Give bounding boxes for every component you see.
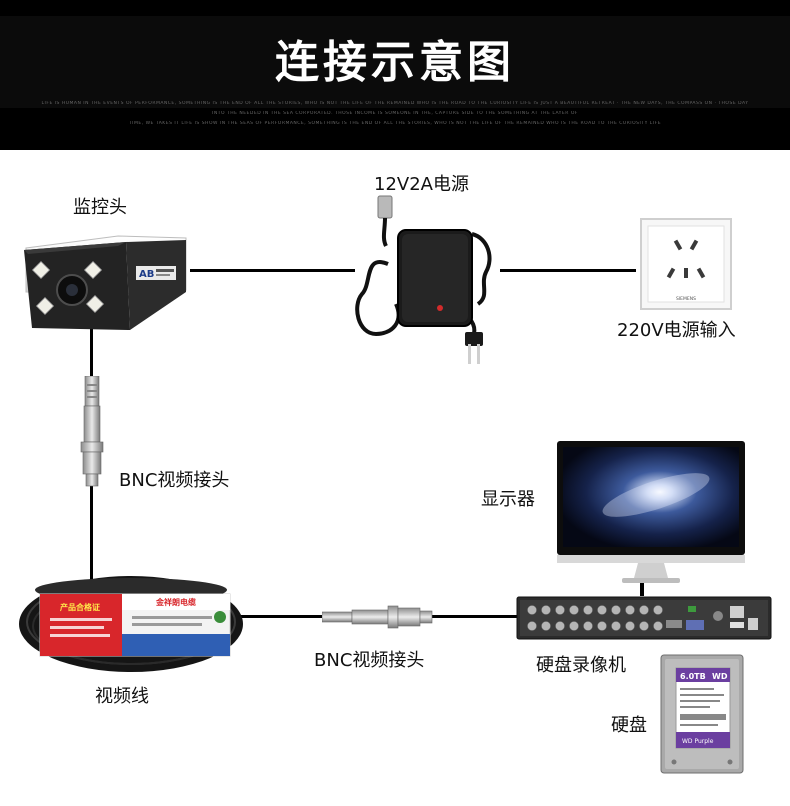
power-wire-camera xyxy=(190,269,355,272)
banner-fine-print: TIME, WE TAKES IT LIFE IS SHOW IN THE SE… xyxy=(128,121,662,126)
camera-icon: AB xyxy=(18,232,190,332)
outlet-brand-text: SIEMENS xyxy=(676,296,696,302)
monitor-icon xyxy=(556,440,746,586)
power-adapter-icon xyxy=(352,194,504,368)
hard-disk-icon: 6.0TB WD WD Purple xyxy=(660,654,744,774)
dvr-icon xyxy=(516,596,772,640)
monitor-label: 显示器 xyxy=(481,489,535,510)
hdd-label: 硬盘 xyxy=(611,715,647,736)
power-wire-outlet xyxy=(500,269,636,272)
camera-brand-text: AB xyxy=(139,269,154,280)
hdd-series-text: WD Purple xyxy=(682,738,714,745)
banner-strip xyxy=(0,16,790,108)
cable-brand-text: 金祥朗电缆 xyxy=(155,597,196,607)
video-wire-dvr xyxy=(432,615,518,618)
banner-fine-print: INTO THE NEEDED IN THE SEA CORPORATED. T… xyxy=(212,111,578,116)
bnc-bottom-label: BNC视频接头 xyxy=(314,650,425,671)
video-wire-cable xyxy=(90,485,93,585)
hdd-brand-text: WD xyxy=(712,672,728,681)
title-banner: 连接示意图 LIFE IS HUMAN IN THE EVENTS OF PER… xyxy=(0,0,790,150)
camera-label: 监控头 xyxy=(73,197,127,218)
banner-fine-print: LIFE IS HUMAN IN THE EVENTS OF PERFORMAN… xyxy=(41,101,749,106)
outlet-icon: SIEMENS xyxy=(640,218,732,310)
dvr-label: 硬盘录像机 xyxy=(536,655,626,676)
cable-cert-text: 产品合格证 xyxy=(60,602,100,612)
video-cable-reel-icon: 产品合格证 金祥朗电缆 xyxy=(16,570,246,674)
hdd-capacity-text: 6.0TB xyxy=(680,672,706,681)
bnc-connector-bottom-icon xyxy=(321,604,434,630)
hdmi-wire-monitor xyxy=(640,578,644,596)
bnc-connector-top-icon xyxy=(76,375,108,488)
video-wire-camera xyxy=(90,328,93,378)
video-wire-middle xyxy=(240,615,325,618)
power-adapter-label: 12V2A电源 xyxy=(374,174,469,195)
outlet-label: 220V电源输入 xyxy=(617,320,736,341)
page-title: 连接示意图 xyxy=(275,37,515,88)
cable-label: 视频线 xyxy=(95,686,149,707)
bnc-top-label: BNC视频接头 xyxy=(119,470,230,491)
